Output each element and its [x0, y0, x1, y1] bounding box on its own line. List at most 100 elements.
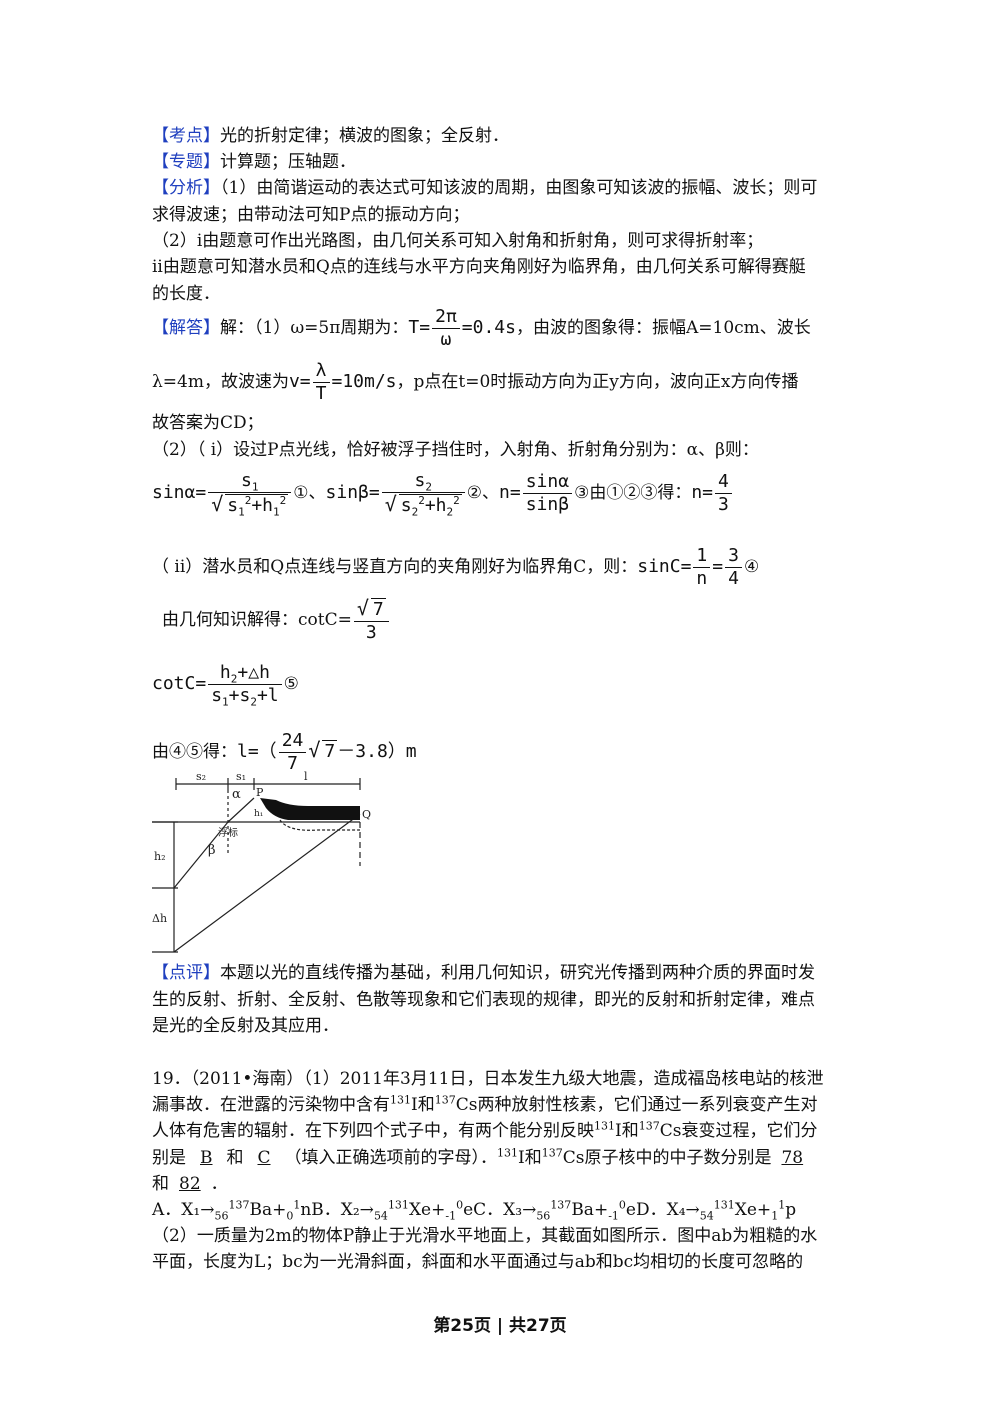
frac-num: s2 — [381, 470, 465, 494]
label-h1: h₁ — [254, 809, 263, 819]
frac-num: 2π — [432, 306, 460, 329]
n-result-label: n= — [691, 482, 714, 503]
mass-131: 131 — [713, 1198, 735, 1212]
sym-h: +h — [251, 495, 274, 516]
l-label: l=（ — [237, 741, 277, 762]
q19-l5b: ． — [210, 1174, 228, 1194]
sqrt-icon: √ — [211, 492, 224, 516]
speed-value: =10m/s — [331, 371, 397, 392]
sym-s: s — [400, 495, 412, 516]
opt-D-p: p — [785, 1200, 797, 1220]
refracted-ray — [173, 821, 229, 889]
q19-l4c: （填入正确选项前的字母）． — [284, 1148, 498, 1168]
sub-2: 2 — [250, 695, 257, 709]
fenxi-text-1: （1）由简谐运动的表达式可知该波的周期，由图象可知该波的振幅、波长；则可 — [220, 178, 818, 198]
opt-B-e: eC．X₃→ — [463, 1200, 537, 1220]
sub-1: 1 — [251, 480, 259, 494]
answer-B: B — [200, 1148, 213, 1168]
sqrt-body: 7 — [370, 598, 386, 620]
sqrt-icon: √ — [308, 738, 321, 762]
sub-2: 2 — [230, 672, 238, 686]
zhuanti-tag: 【专题】 — [152, 152, 220, 172]
zhuanti-line: 【专题】计算题；压轴题． — [152, 151, 356, 173]
circle-4: ④ — [743, 557, 760, 577]
q19-l2c: Cs两种放射性核素，它们通过一系列衰变产生对 — [455, 1095, 818, 1115]
opt-C-ba: Ba+ — [571, 1200, 609, 1220]
mass-137: 137 — [434, 1093, 456, 1107]
q19-l3b: I和 — [615, 1121, 639, 1141]
jieda-f-pre: （ ii）潜水员和Q点连线与竖直方向的夹角刚好为临界角C，则： — [152, 557, 638, 577]
frac-sin-beta: s2√s22+h22 — [381, 470, 465, 519]
optics-diagram: s₂ s₁ l α P h₁ Q 浮标 β h₂ Δh — [152, 770, 371, 953]
sym-h: h — [219, 662, 231, 683]
jieda-a-pre: 解：（1）ω=5π周期为： — [220, 318, 409, 338]
sqrt-7: √7 — [308, 738, 338, 762]
mass-131: 131 — [387, 1198, 409, 1212]
q19-line-1: 19．（2011•海南）（1）2011年3月11日，日本发生九级大地震，造成福岛… — [152, 1069, 824, 1089]
circle-3-text: ③由①②③得： — [574, 483, 692, 503]
jieda-b-post: ，p点在t=0时振动方向为正y方向，波向正x方向传播 — [396, 372, 799, 392]
q19-l2b: I和 — [411, 1095, 435, 1115]
kaodian-text: 光的折射定律；横波的图象；全反射． — [220, 126, 509, 146]
mass-137: 137 — [541, 1146, 563, 1160]
frac-num: 3 — [725, 545, 742, 568]
frac-den: 3 — [365, 622, 377, 643]
fenxi-line-1: 【分析】（1）由简谐运动的表达式可知该波的周期，由图象可知该波的振幅、波长；则可 — [152, 177, 817, 199]
boat-hull-outline — [279, 819, 360, 831]
frac-den: sinβ — [525, 494, 570, 515]
cotC-label: cotC= — [152, 673, 207, 694]
q19-l4b: 和 — [226, 1148, 244, 1168]
incident-ray — [227, 797, 255, 823]
frac-den: s1+s2+l — [211, 685, 279, 709]
plus-l: +l — [256, 685, 279, 706]
q19-l5a: 和 — [152, 1174, 169, 1194]
sin-alpha-label: sinα= — [152, 482, 207, 503]
q19-line-7: （2）一质量为2m的物体P静止于光滑水平地面上，其截面如图所示．图中ab为粗糙的… — [152, 1226, 818, 1246]
sup-2: 2 — [418, 494, 425, 507]
sym-s: s — [239, 685, 251, 706]
formula-T: T= — [408, 317, 431, 338]
frac-num: 4 — [715, 471, 732, 494]
q19-line-3: 人体有危害的辐射．在下列四个式子中，有两个能分别反映131I和137Cs衰变过程… — [152, 1120, 817, 1142]
q19-line-8: 平面，长度为L；bc为一光滑斜面，斜面和水平面通过与ab和bc均相切的长度可忽略… — [152, 1252, 804, 1272]
sym-s: s — [414, 470, 426, 491]
sub-2: 2 — [446, 505, 454, 519]
sub-2: 2 — [425, 480, 432, 494]
q19-l2a: 漏事故．在泄露的污染物中含有 — [152, 1095, 390, 1115]
frac-num: λ — [312, 360, 330, 383]
frac-num: √7 — [353, 597, 389, 622]
sym-s: s — [211, 685, 223, 706]
frac-den: √s22+h22 — [382, 493, 465, 519]
sin-beta-label: sinβ= — [325, 482, 380, 503]
frac-den: √s12+h12 — [208, 492, 291, 518]
kaodian-tag: 【考点】 — [152, 126, 220, 146]
label-beta: β — [208, 843, 216, 858]
formula-v: v= — [288, 371, 311, 392]
answer-82: 82 — [179, 1174, 201, 1194]
sym-s: s — [227, 495, 239, 516]
label-dh: Δh — [152, 912, 167, 925]
fenxi-line-5: 的长度． — [152, 284, 220, 304]
q19-l4e: Cs原子核中的中子数分别是 — [562, 1148, 772, 1168]
q19-options: A．X₁→56137Ba+01nB．X₂→54131Xe+-10eC．X₃→56… — [152, 1198, 797, 1223]
jieda-tag: 【解答】 — [152, 318, 220, 338]
opt-C-e: eD．X₄→ — [625, 1200, 700, 1220]
opt-A-n: nB．X₂→ — [300, 1200, 374, 1220]
q19-l4a: 别是 — [152, 1148, 186, 1168]
n-label: n= — [499, 482, 521, 503]
sym-h: +h — [424, 495, 447, 516]
frac-den: n — [696, 568, 708, 589]
opt-B-xe: Xe+ — [408, 1200, 446, 1220]
label-alpha: α — [232, 787, 241, 802]
mass-131: 131 — [594, 1119, 615, 1133]
frac-den: T — [315, 383, 327, 404]
